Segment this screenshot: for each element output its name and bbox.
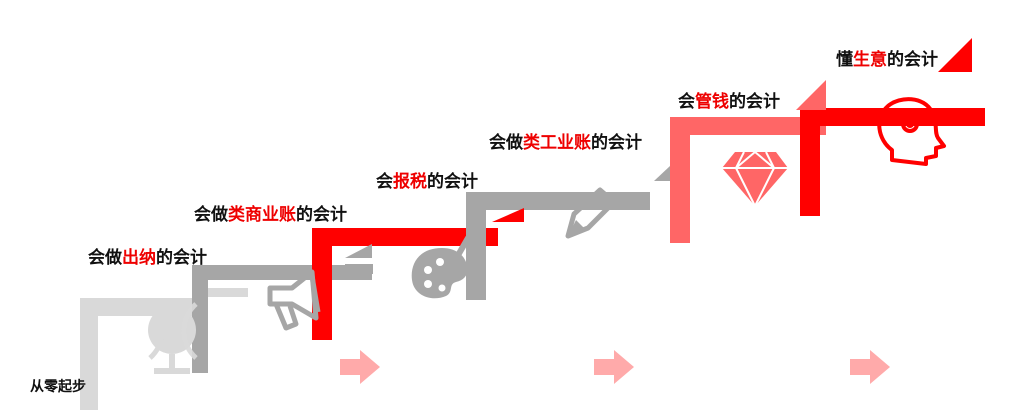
step-4-highlight: 类工业账 <box>523 133 591 153</box>
step-1-suffix: 的会计 <box>156 248 207 268</box>
head-gears-icon <box>877 97 946 166</box>
step-5-prefix: 会 <box>678 92 695 112</box>
corner-triangle <box>938 38 972 72</box>
step-2-suffix: 的会计 <box>296 205 347 225</box>
step-6-label: 懂生意的会计 <box>836 50 938 70</box>
arrow-1 <box>340 350 380 384</box>
step-4-suffix: 的会计 <box>591 133 642 153</box>
step-3-suffix: 的会计 <box>427 172 478 192</box>
step-6-prefix: 懂 <box>836 50 853 70</box>
diamond-icon <box>722 151 788 207</box>
step-4-prefix: 会做 <box>489 133 523 153</box>
palette-icon <box>411 235 471 299</box>
globe-icon <box>148 302 198 374</box>
arrow-3 <box>850 350 890 384</box>
step-6-bracket <box>796 80 985 216</box>
step-4-label: 会做类工业账的会计 <box>489 133 642 153</box>
arrow-2 <box>594 350 634 384</box>
step-2-prefix: 会做 <box>194 205 228 225</box>
step-6-highlight: 生意 <box>853 50 887 70</box>
step-1-highlight: 出纳 <box>122 248 156 268</box>
step-2-highlight: 类商业账 <box>228 205 296 225</box>
step-3-highlight: 报税 <box>393 172 427 192</box>
step-1-prefix: 会做 <box>88 248 122 268</box>
step-1-label: 会做出纳的会计 <box>88 248 207 268</box>
megaphone-icon <box>267 269 321 331</box>
pencil-icon <box>565 187 617 239</box>
step-3-label: 会报税的会计 <box>376 172 478 192</box>
step-6-suffix: 的会计 <box>887 50 938 70</box>
step-5-highlight: 管钱 <box>695 92 729 112</box>
step-5-suffix: 的会计 <box>729 92 780 112</box>
step-5-bracket <box>654 117 826 243</box>
step-5-label: 会管钱的会计 <box>678 92 780 112</box>
step-2-label: 会做类商业账的会计 <box>194 205 347 225</box>
step-3-prefix: 会 <box>376 172 393 192</box>
start-label: 从零起步 <box>30 379 86 395</box>
